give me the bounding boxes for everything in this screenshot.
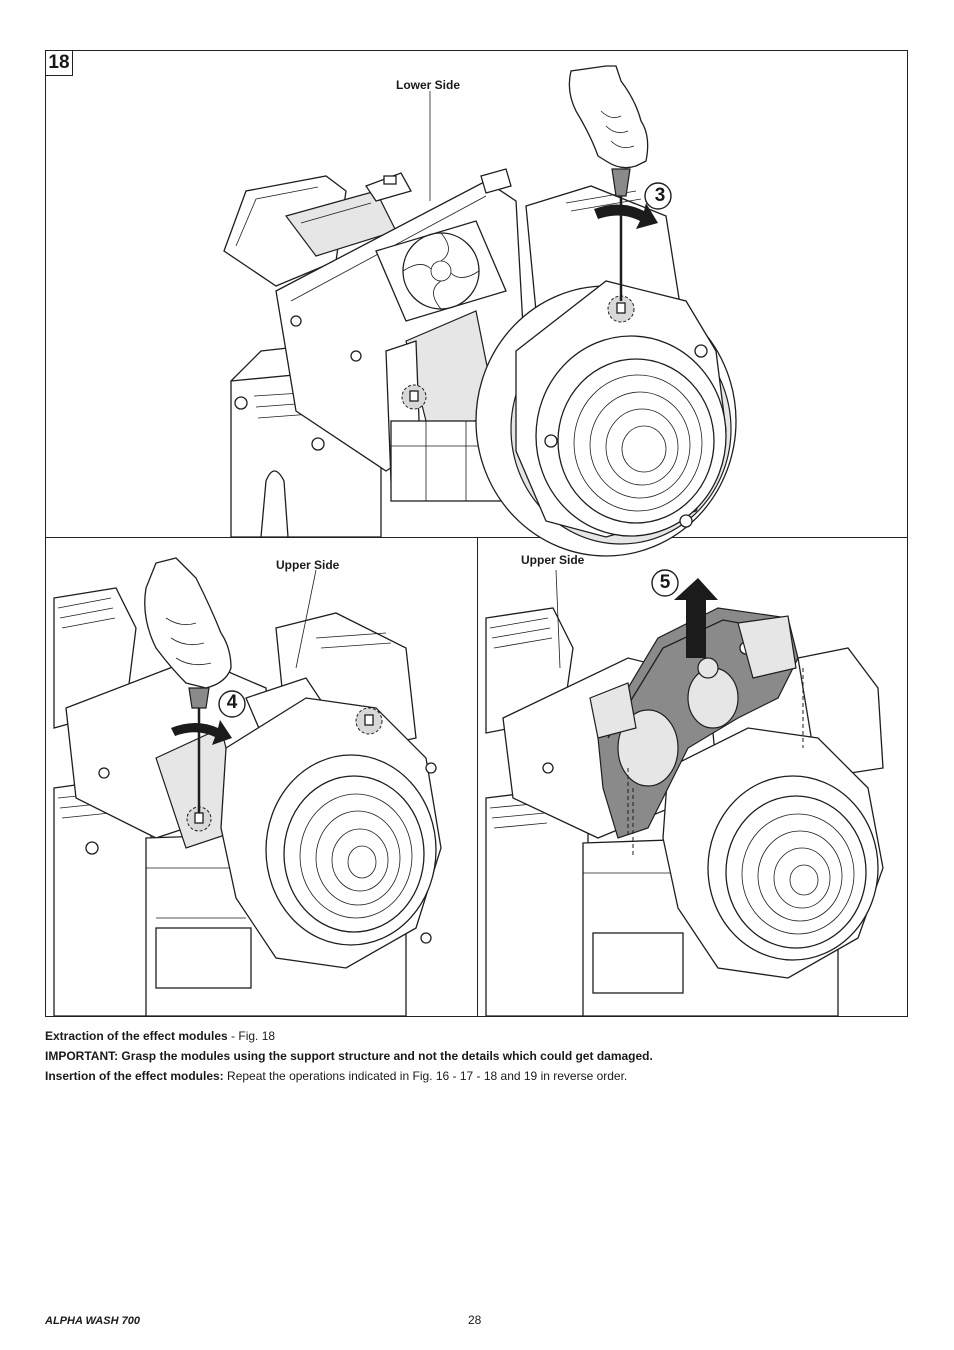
top-panel-illustration: [223, 65, 737, 557]
bottom-left-callout-label: Upper Side: [276, 558, 340, 572]
caption-line-1: Extraction of the effect modules - Fig. …: [45, 1029, 275, 1043]
bottom-left-panel-illustration: [53, 557, 442, 1017]
caption-important-note: IMPORTANT: Grasp the modules using the s…: [45, 1049, 653, 1063]
rotate-arrow-icon: [171, 720, 232, 745]
panel-divider-horizontal: [45, 537, 908, 538]
caption-extraction-title: Extraction of the effect modules: [45, 1029, 228, 1043]
caption-insertion-title: Insertion of the effect modules:: [45, 1069, 224, 1083]
step-5-marker: 5: [659, 572, 671, 593]
figure-number: 18: [45, 50, 73, 76]
step-3-marker: 3: [654, 185, 666, 206]
hand-screwdriver-icon: [568, 65, 649, 169]
caption-insertion-text: Repeat the operations indicated in Fig. …: [223, 1069, 628, 1083]
step-4-marker: 4: [226, 692, 238, 713]
page-number: 28: [468, 1313, 482, 1327]
caption-line-3: Insertion of the effect modules: Repeat …: [45, 1069, 627, 1083]
figure-frame: [45, 50, 908, 1017]
top-callout-label: Lower Side: [396, 78, 461, 92]
lift-arrow-icon: [674, 578, 718, 658]
panel-divider-vertical: [477, 537, 478, 1017]
caption-fig-ref: - Fig. 18: [227, 1029, 276, 1043]
bottom-right-panel-illustration: [485, 569, 884, 1017]
caption-line-2: IMPORTANT: Grasp the modules using the s…: [45, 1049, 653, 1063]
footer-brand: ALPHA WASH 700: [45, 1315, 140, 1327]
bottom-right-callout-label: Upper Side: [521, 553, 585, 567]
rotate-arrow-icon: [594, 203, 658, 229]
hand-screwdriver-icon: [144, 557, 232, 689]
